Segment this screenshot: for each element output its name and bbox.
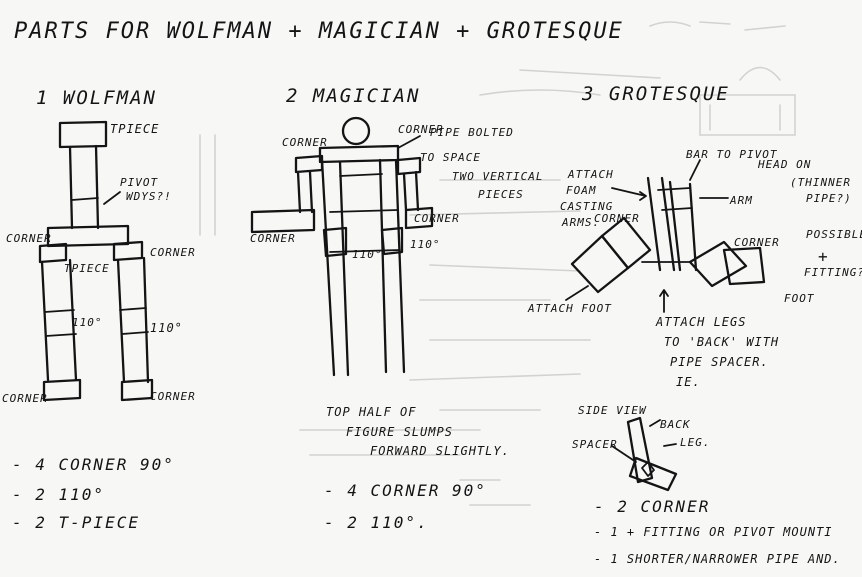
magician-label-two-vertical: TWO VERTICAL	[452, 170, 543, 183]
grotesque-part-1: - 2 CORNER	[594, 497, 710, 516]
wolfman-part-1: - 4 CORNER 90°	[12, 455, 175, 474]
grotesque-part-2: - 1 + FITTING OR PIVOT MOUNTI	[594, 525, 833, 539]
grotesque-label-possible: POSSIBLE	[806, 228, 862, 241]
wolfman-part-2: - 2 110°	[12, 485, 105, 504]
wolfman-parts-list: - 4 CORNER 90° - 2 110° - 2 T-PIECE	[12, 455, 175, 532]
magician-label-to-space: TO SPACE	[420, 151, 481, 164]
grotesque-label-to-back: TO 'BACK' WITH	[664, 335, 779, 349]
grotesque-label-foot: FOOT	[784, 292, 815, 305]
magician-label-corner-right-arm: CORNER	[414, 212, 460, 225]
grotesque-label-attach-legs: ATTACH LEGS	[655, 315, 746, 329]
grotesque-label-corner-left: CORNER	[594, 212, 640, 225]
wolfman-label-tpiece-mid: TPIECE	[64, 262, 110, 275]
grotesque-label-pipe: PIPE?)	[806, 192, 852, 205]
grotesque-label-side-view: SIDE VIEW	[578, 404, 647, 417]
sheet-title: PARTS FOR WOLFMAN + MAGICIAN + GROTESQUE	[14, 19, 624, 44]
magician-label-pieces: PIECES	[478, 188, 524, 201]
wolfman-label-corner-bottom-left: CORNER	[2, 392, 48, 405]
magician-label-angle-left: 110°	[352, 248, 383, 261]
magician-label-angle-right: 110°	[410, 238, 441, 251]
grotesque-label-corner-right: CORNER	[734, 236, 780, 249]
magician-label-corner-top-right: CORNER	[398, 123, 444, 136]
magician-frame-drawing	[250, 116, 434, 377]
wolfman-label-angle-left: 110°	[72, 316, 103, 329]
wolfman-label-pivot: PIVOT	[120, 176, 158, 189]
grotesque-label-foam: FOAM	[566, 184, 597, 197]
grotesque-label-fitting: FITTING?	[804, 266, 862, 279]
magician-note-line-3: FORWARD SLIGHTLY.	[370, 444, 510, 458]
wolfman-part-3: - 2 T-PIECE	[12, 513, 140, 532]
wolfman-heading: 1 WOLFMAN	[36, 87, 157, 109]
grotesque-label-head-on: HEAD ON	[757, 158, 811, 171]
grotesque-label-leg: LEG.	[680, 436, 711, 449]
magician-heading: 2 MAGICIAN	[286, 85, 420, 107]
magician-section: 2 MAGICIAN CORNER CORNER PIPE BOLTED TO …	[250, 85, 543, 532]
grotesque-part-3: - 1 SHORTER/NARROWER PIPE AND.	[594, 552, 841, 566]
grotesque-parts-list: - 2 CORNER - 1 + FITTING OR PIVOT MOUNTI…	[594, 497, 841, 566]
grotesque-label-attach-foot: ATTACH FOOT	[527, 302, 612, 315]
wolfman-label-angle-right: 110°	[150, 321, 183, 335]
wolfman-frame-drawing	[38, 120, 154, 402]
magician-parts-list: - 4 CORNER 90° - 2 110°.	[324, 481, 487, 532]
wolfman-label-tpiece-top: TPIECE	[110, 122, 159, 136]
grotesque-label-spacer: SPACER	[572, 438, 618, 451]
grotesque-label-thinner: (THINNER	[790, 176, 851, 189]
wolfman-label-corner-left: CORNER	[6, 232, 52, 245]
magician-note-line-2: FIGURE SLUMPS	[346, 425, 453, 439]
magician-label-corner-top-left: CORNER	[282, 136, 328, 149]
grotesque-label-back: BACK	[660, 418, 691, 431]
grotesque-label-pipe-spacer: PIPE SPACER.	[670, 355, 769, 369]
magician-label-corner-left-arm: CORNER	[250, 232, 296, 245]
grotesque-label-arm: ARM	[729, 194, 753, 207]
grotesque-label-bar-to-pivot: BAR TO PIVOT	[686, 148, 778, 161]
grotesque-label-attach: ATTACH	[567, 168, 614, 181]
magician-note-line-1: TOP HALF OF	[326, 405, 416, 419]
wolfman-label-corner-bottom-right: CORNER	[150, 390, 196, 403]
grotesque-heading: 3 GROTESQUE	[581, 83, 730, 105]
magician-part-2: - 2 110°.	[324, 513, 429, 532]
magician-note: TOP HALF OF FIGURE SLUMPS FORWARD SLIGHT…	[326, 405, 510, 458]
grotesque-section: 3 GROTESQUE BAR TO PIVOT HEAD ON (THINNE…	[527, 83, 862, 566]
grotesque-label-arms: ARMS.	[561, 216, 600, 229]
grotesque-label-casting: CASTING	[560, 200, 613, 213]
show-through-marks	[199, 21, 796, 506]
magician-part-1: - 4 CORNER 90°	[324, 481, 487, 500]
wolfman-label-pivot-question: WDYS?!	[126, 190, 172, 203]
grotesque-frame-drawing	[565, 159, 766, 313]
wolfman-pivot-arrow	[103, 191, 121, 205]
wolfman-label-corner-right: CORNER	[150, 246, 196, 259]
magician-label-pipe-bolted: PIPE BOLTED	[430, 126, 514, 139]
grotesque-label-plus: +	[818, 247, 830, 266]
wolfman-section: 1 WOLFMAN TPIECE PIVOT WDYS?! CORNER COR…	[2, 87, 196, 532]
grotesque-label-ie: IE.	[676, 375, 701, 389]
grotesque-side-view-drawing	[611, 416, 678, 492]
